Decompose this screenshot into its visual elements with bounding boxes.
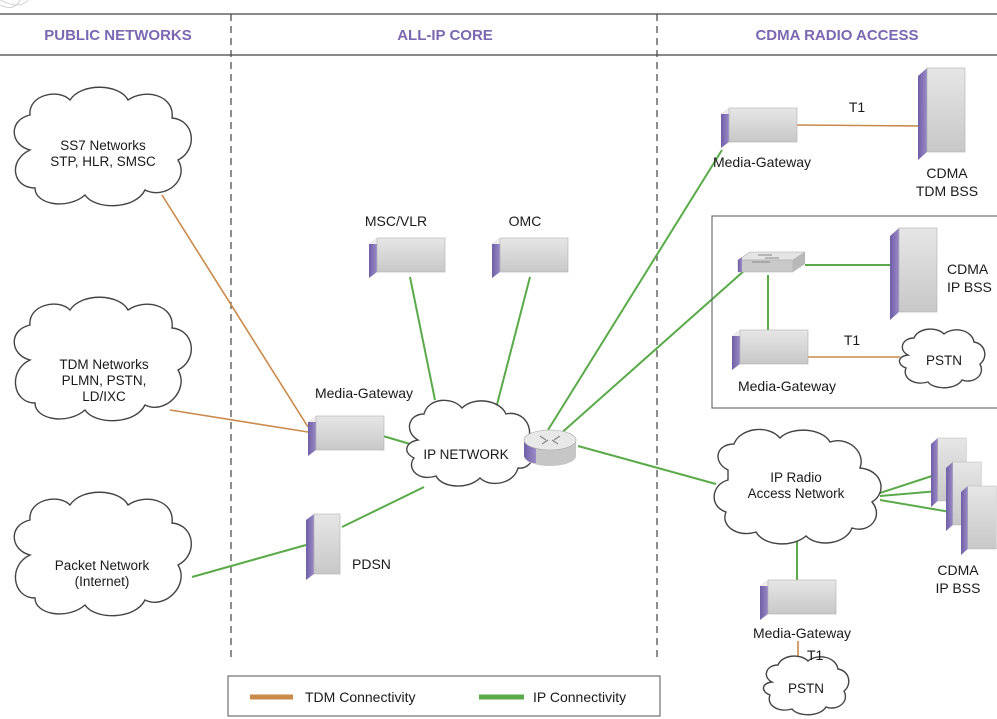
ip-bss-box-line2: IP BSS [947,279,992,295]
msc-vlr-server: MSC/VLR [365,213,446,279]
omc-server: OMC [491,213,569,279]
switch-icon [737,251,806,273]
packet-line1: Packet Network [55,558,150,573]
pstn-box-label: PSTN [926,353,962,368]
pdsn-label: PDSN [352,556,391,572]
ipran-line2: Access Network [748,486,845,501]
media-gateway-box: Media-Gateway [731,329,836,394]
t1-bottom-label: T1 [807,647,824,663]
legend-ip-label: IP Connectivity [533,689,626,705]
mgw-bottom-label: Media-Gateway [753,625,851,641]
header-cdma-radio-access: CDMA RADIO ACCESS [755,27,918,44]
media-gateway-top: Media-Gateway [713,107,811,170]
header-public-networks: PUBLIC NETWORKS [44,27,192,44]
link-omc-ipnet [492,276,531,421]
link-msc-ipnet [409,276,436,401]
t1-top-label: T1 [849,99,866,115]
link-router-mgwtop [547,149,723,431]
pdsn-server: PDSN [305,513,391,581]
mgw-box-label: Media-Gateway [738,378,836,394]
cloud-packet-network: Packet Network(Internet) [13,491,192,617]
link-mgw-ipnet [382,435,411,445]
media-gateway-bottom: Media-Gateway [753,579,851,641]
tdm-line3: LD/IXC [82,389,126,404]
legend: TDM Connectivity IP Connectivity [227,675,661,717]
tdm-bss-line2: TDM BSS [916,183,978,199]
tdm-line2: PLMN, PSTN, [62,373,147,388]
ip-bss-line1: CDMA [937,562,979,578]
pstn-bottom-label: PSTN [788,681,824,696]
ss7-line2: STP, HLR, SMSC [50,154,156,169]
cloud-pstn-box: PSTN [898,328,986,389]
cloud-pstn-bottom: PSTN [762,655,850,716]
packet-line2: (Internet) [75,574,130,589]
tdm-bss-line1: CDMA [926,165,968,181]
omc-label: OMC [509,213,542,229]
link-tdm-mgw [169,409,309,433]
legend-tdm-label: TDM Connectivity [305,689,415,705]
ip-network-label: IP NETWORK [423,447,508,462]
media-gateway-core: Media-Gateway [307,385,413,457]
tdm-line1: TDM Networks [59,357,149,372]
link-pdsn-ipnet [341,486,425,528]
svg-text:Packet Network(Internet): Packet Network(Internet) [55,558,150,589]
link-router-switch [557,269,746,437]
header-all-ip-core: ALL-IP CORE [397,27,493,44]
link-router-ipran [577,445,717,485]
cdma-ip-bss-stack: CDMA IP BSS [930,437,997,596]
ss7-line1: SS7 Networks [60,138,146,153]
router-icon [523,429,577,466]
link-mgw-tdmbss [796,124,923,127]
mgw-core-label: Media-Gateway [315,385,413,401]
ip-bss-group-box [711,215,997,409]
link-ipran-bss1 [879,473,939,494]
t1-box-label: T1 [844,332,861,348]
ipran-line1: IP Radio [770,470,822,485]
ip-bss-line2: IP BSS [936,580,981,596]
cdma-tdm-bss: CDMA TDM BSS [916,67,978,199]
cdma-ip-bss-box: CDMA IP BSS [889,227,992,321]
mgw-top-label: Media-Gateway [713,154,811,170]
link-packet-pdsn [191,544,307,578]
link-ss7-mgw [161,194,309,428]
msc-label: MSC/VLR [365,213,427,229]
cloud-ip-network: IP NETWORK [406,399,535,487]
ip-bss-box-line1: CDMA [947,261,989,277]
